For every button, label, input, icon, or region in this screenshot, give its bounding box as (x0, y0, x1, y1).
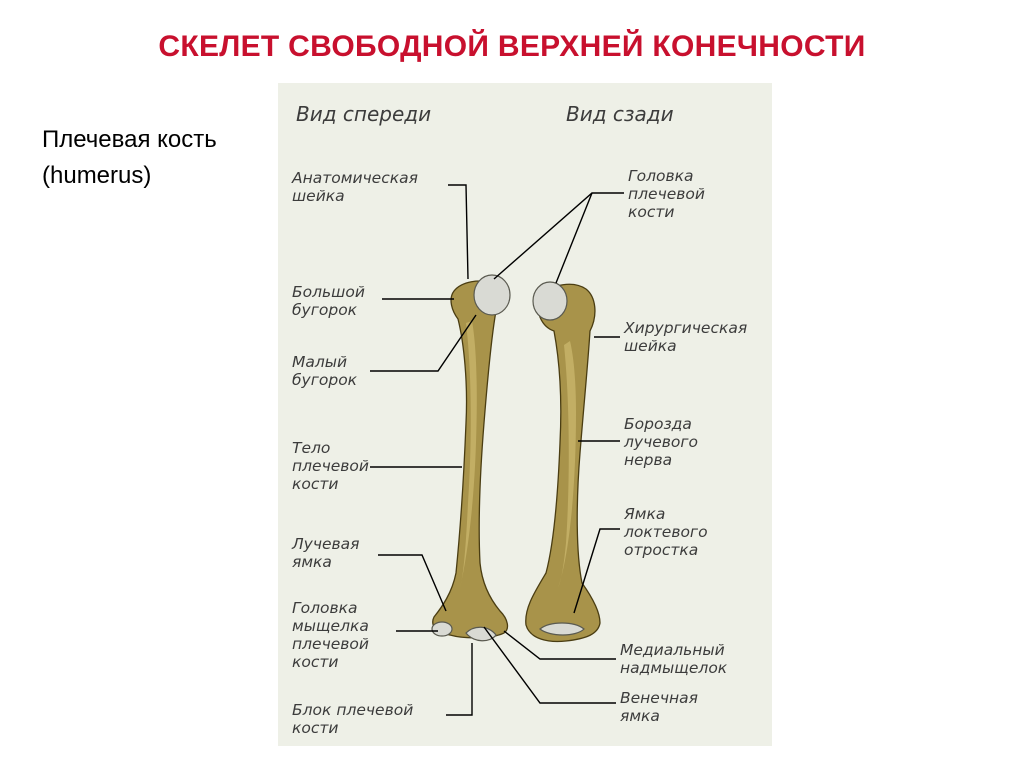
view-front-header: Вид спереди (296, 102, 431, 126)
slide-title: СКЕЛЕТ СВОБОДНОЙ ВЕРХНЕЙ КОНЕЧНОСТИ (158, 30, 866, 63)
label-radial-groove: Борозда лучевого нерва (623, 415, 703, 469)
label-greater-tubercle: Большой бугорок (292, 283, 370, 319)
label-anatomical-neck: Анатомическая шейка (291, 169, 423, 205)
label-trochlea: Блок плечевой кости (292, 701, 418, 737)
leader-radial-fossa (378, 554, 447, 612)
label-body: Тело плечевой кости (292, 439, 374, 493)
leader-head-back (555, 192, 593, 284)
label-coronoid-fossa: Венечная ямка (620, 689, 703, 725)
leader-head-front (493, 192, 624, 280)
label-olecranon-fossa: Ямка локтевого отростка (623, 505, 713, 559)
label-head: Головка плечевой кости (628, 167, 710, 221)
leader-medial-epicondyle (503, 630, 616, 660)
humerus-back-view (525, 281, 601, 643)
caption-line-2: (humerus) (42, 162, 152, 189)
label-capitulum: Головка мыщелка плечевой кости (292, 599, 374, 671)
label-radial-fossa: Лучевая ямка (291, 535, 364, 571)
caption-line-1: Плечевая кость (42, 126, 217, 153)
side-caption: Плечевая кость (humerus) (42, 122, 217, 194)
humerus-front-view (431, 274, 511, 642)
label-medial-epicondyle: Медиальный надмыщелок (620, 641, 730, 677)
label-lesser-tubercle: Малый бугорок (292, 353, 358, 389)
view-back-header: Вид сзади (566, 102, 674, 126)
leader-lesser-tubercle (370, 314, 477, 372)
leader-trochlea (446, 643, 473, 716)
leader-coronoid-fossa (483, 626, 616, 704)
leader-olecranon-fossa (573, 528, 620, 614)
humerus-diagram: Вид спереди Вид сзади (278, 83, 772, 746)
leader-anatomical-neck (448, 184, 469, 280)
label-surgical-neck: Хирургическая шейка (623, 319, 752, 355)
